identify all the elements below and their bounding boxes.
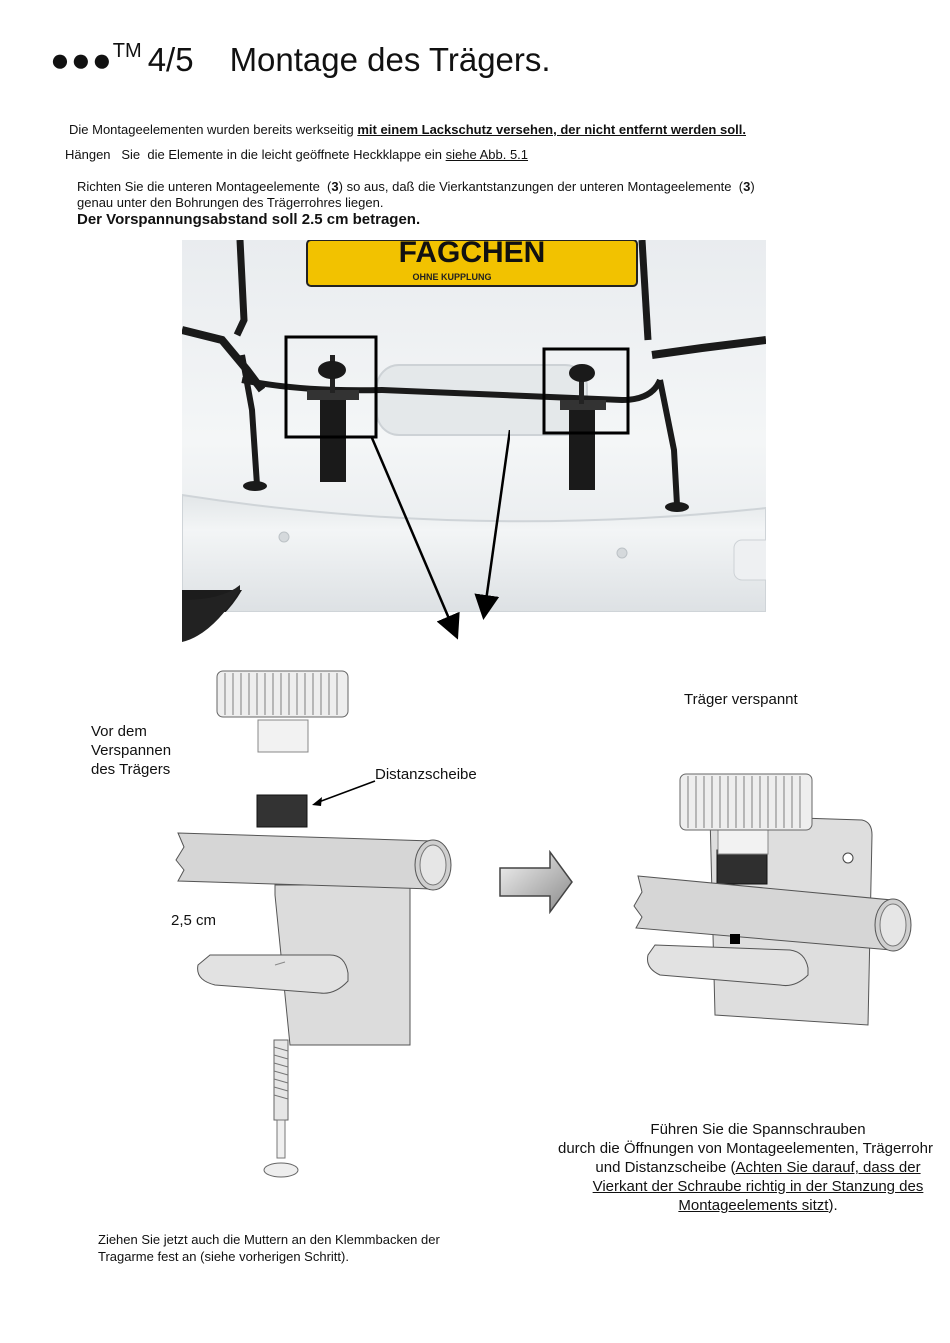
diagram-after-tension <box>633 773 912 1026</box>
transition-arrow-icon <box>499 850 573 914</box>
before-label-line-2: Verspannen <box>91 742 172 759</box>
instruction-left-line-2: Tragarme fest an (siehe vorherigen Schri… <box>98 1249 349 1264</box>
instruction-right-line-1: Führen Sie die Spannschrauben <box>650 1121 866 1138</box>
instruction-right: Führen Sie die Spannschrauben durch die … <box>548 1120 950 1215</box>
before-label-line-1: Vor dem <box>91 723 147 740</box>
before-label-line-3: des Trägers <box>91 761 171 778</box>
intro-line-3: Richten Sie die unteren Montageelemente … <box>77 179 755 194</box>
knob-icon-after <box>679 773 813 855</box>
spacer-block <box>256 794 308 828</box>
intro-line-2-plain: Hängen Sie die Elemente in die leicht ge… <box>65 147 446 162</box>
instruction-right-line-3b: Achten Sie darauf, dass der <box>735 1159 921 1176</box>
plate-text: FAGCHEN <box>399 240 546 269</box>
knob-icon <box>216 670 349 753</box>
vehicle-photo: FAGCHEN OHNE KUPPLUNG <box>182 240 766 642</box>
instruction-right-line-3: und Distanzscheibe (Achten Sie darauf, d… <box>548 1158 950 1177</box>
preload-distance-note: Der Vorspannungsabstand soll 2.5 cm betr… <box>77 211 421 228</box>
intro-line-3-c: ) so aus, daß die Vierkantstanzungen der… <box>338 179 744 194</box>
instruction-right-line-4: Vierkant der Schraube richtig in der Sta… <box>592 1178 924 1195</box>
step-number: 4/5 <box>147 41 194 78</box>
pointer-arrows <box>370 430 510 640</box>
highlight-box-left <box>284 335 378 439</box>
part-number-3a: 3 <box>331 179 339 194</box>
intro-line-4: genau unter den Bohrungen des Trägerrohr… <box>77 195 384 210</box>
intro-line-1: Die Montageelementen wurden bereits werk… <box>69 122 746 137</box>
trademark-mark: TM <box>112 40 142 62</box>
figure-reference-link[interactable]: siehe Abb. 5.1 <box>445 147 529 162</box>
bolt-icon <box>263 1039 299 1178</box>
before-tension-label: Vor dem Verspannen des Trägers <box>91 722 171 779</box>
intro-line-3-e: ) <box>750 179 755 194</box>
intro-line-3-a: Richten Sie die unteren Montageelemente … <box>77 179 332 194</box>
distance-label: 2,5 cm <box>171 912 217 929</box>
instruction-right-line-2: durch die Öffnungen von Montageelementen… <box>558 1140 933 1157</box>
carrier-tube <box>175 832 452 891</box>
license-plate: FAGCHEN OHNE KUPPLUNG <box>306 240 638 287</box>
intro-line-1-bold: mit einem Lackschutz versehen, der nicht… <box>357 122 746 137</box>
after-tension-label: Träger verspannt <box>684 691 798 708</box>
instruction-right-line-5: Montageelements sitzt). <box>548 1196 950 1215</box>
instruction-left: Ziehen Sie jetzt auch die Muttern an den… <box>98 1231 440 1265</box>
title-text: Montage des Trägers. <box>229 41 551 78</box>
part-number-3b: 3 <box>743 179 751 194</box>
instruction-left-line-1: Ziehen Sie jetzt auch die Muttern an den… <box>98 1232 440 1247</box>
plate-small-text: OHNE KUPPLUNG <box>412 272 491 282</box>
diagram-before-tension <box>175 670 452 1178</box>
intro-line-1-plain: Die Montageelementen wurden bereits werk… <box>69 122 358 137</box>
instruction-right-line-5b: ). <box>828 1197 838 1214</box>
spacer-label: Distanzscheibe <box>375 766 477 783</box>
highlight-box-right <box>542 347 630 435</box>
intro-line-2: Hängen Sie die Elemente in die leicht ge… <box>65 147 528 162</box>
title-bullets: ●●● <box>50 41 113 78</box>
instruction-right-line-3a: und Distanzscheibe ( <box>595 1159 736 1176</box>
instruction-right-line-5a: Montageelements sitzt <box>678 1197 829 1214</box>
